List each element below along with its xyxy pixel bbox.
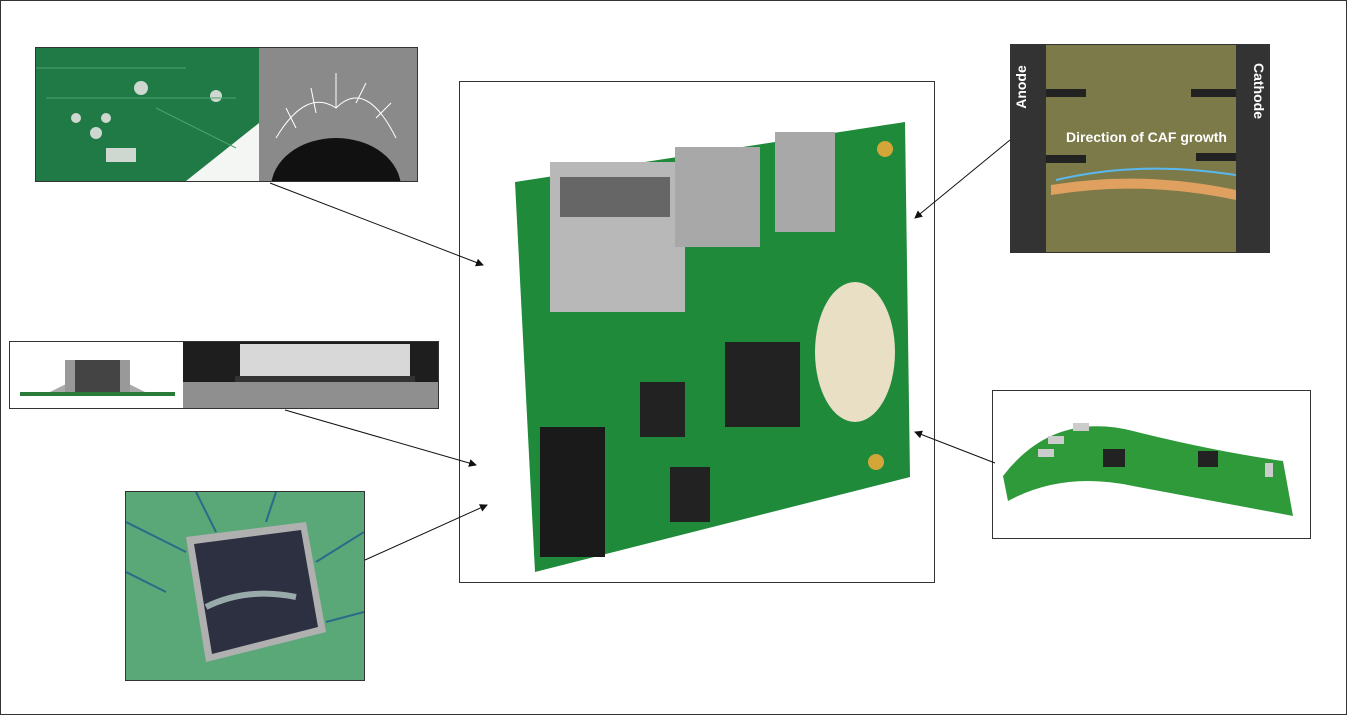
laminate [1046,45,1236,252]
rj-connector [675,147,760,247]
flex-pcb-panel [992,390,1311,539]
flex-pcb [1003,426,1293,516]
arrow [269,182,484,267]
ethernet-connector [550,162,685,312]
arrow [914,139,1011,219]
pcb-traces-image [36,48,417,181]
caf-direction-arrow [1055,167,1237,181]
ic-chip [670,467,710,522]
solder-joint-cross-section-panel [9,341,439,409]
growth-direction-label: Direction of CAF growth [1066,129,1227,145]
component-schematic [20,360,175,396]
header-connector [540,427,605,557]
burnt-chip-panel [125,491,365,681]
arrow [284,409,477,467]
caf-growth-panel: Direction of CAF growth Anode Cathode [1010,44,1270,253]
microcontroller-chip [725,342,800,427]
arrow [364,504,488,561]
arrow [914,430,996,464]
pcb-board-panel [459,81,935,583]
rj-connector [775,132,835,232]
ic-chip [640,382,685,437]
pcb-and-dendrite-panel [35,47,418,182]
solder-micrograph [183,342,438,408]
battery-holder [815,282,895,422]
